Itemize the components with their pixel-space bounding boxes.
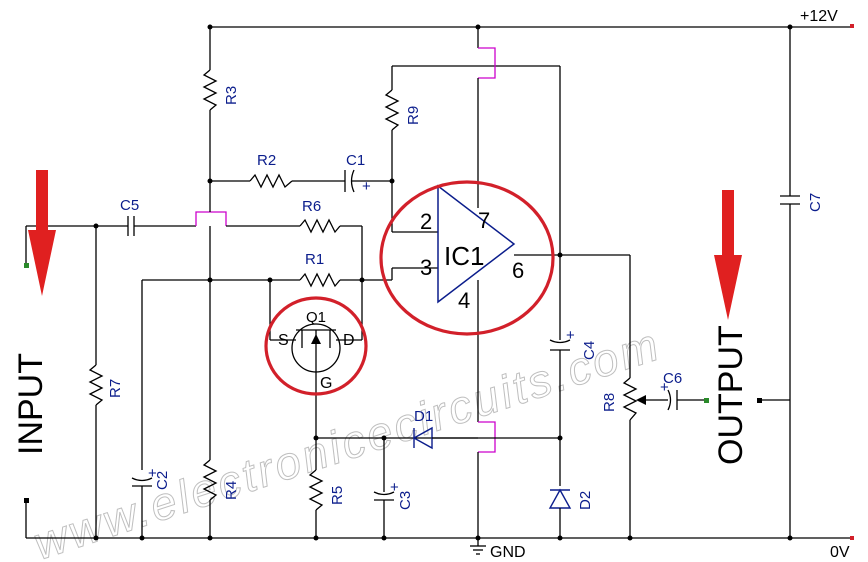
r4-label: R4 [223, 481, 240, 500]
d1-label: D1 [414, 408, 433, 425]
r3-label: R3 [223, 86, 240, 105]
transistor-highlight-ring [264, 296, 368, 396]
c2-label: C2 [154, 471, 171, 490]
r5-label: R5 [329, 486, 346, 505]
capacitor-c5 [127, 216, 196, 236]
resistor-r5 [308, 469, 324, 538]
output-label: OUTPUT [712, 325, 750, 465]
ic-pin-4: 4 [458, 288, 470, 313]
resistor-r1 [299, 272, 392, 288]
diode-d2 [548, 488, 572, 538]
input-label: INPUT [12, 353, 50, 455]
c1-plus-mark: + [362, 178, 371, 195]
ic-pin-2: 2 [420, 209, 432, 234]
capacitor-c6 [660, 389, 709, 411]
q1-gate-label: G [320, 375, 332, 392]
capacitor-c4 [549, 339, 571, 486]
wire-crossover [478, 421, 496, 453]
q1-source-label: S [278, 332, 289, 349]
c6-plus-mark: + [660, 379, 669, 396]
q1-label: Q1 [306, 309, 326, 326]
resistor-r3 [202, 69, 218, 111]
ic-name-label: IC1 [444, 241, 484, 271]
r6-label: R6 [302, 198, 321, 215]
c2-plus-mark: + [148, 465, 157, 482]
ground-label: GND [490, 544, 526, 561]
c5-label: C5 [120, 197, 139, 214]
potentiometer-r8 [622, 377, 660, 421]
c4-label: C4 [581, 341, 598, 360]
ic-pin-7: 7 [478, 208, 490, 233]
r9-label: R9 [405, 106, 422, 125]
c6-label: C6 [663, 370, 682, 387]
ic-pin-6: 6 [512, 258, 524, 283]
positive-rail-label: +12V [800, 8, 838, 25]
capacitor-c2 [131, 477, 153, 538]
ic-highlight-ring [379, 180, 555, 336]
positive-rail [210, 24, 854, 28]
c1-label: C1 [346, 152, 365, 169]
zero-volt-label: 0V [830, 544, 850, 561]
c4-plus-mark: + [566, 327, 575, 344]
r7-label: R7 [107, 379, 124, 398]
wire-crossover [478, 47, 496, 79]
r8-label: R8 [601, 393, 618, 412]
capacitor-c1 [344, 169, 392, 193]
output-arrow-icon [714, 190, 742, 320]
r2-label: R2 [257, 152, 276, 169]
ground-rail [24, 498, 854, 540]
resistor-r7 [88, 226, 104, 538]
c3-plus-mark: + [390, 479, 399, 496]
watermark: www.electronicecircuits.com [27, 317, 667, 562]
r1-label: R1 [305, 251, 324, 268]
resistor-r9 [384, 89, 400, 131]
c7-label: C7 [807, 193, 824, 212]
q1-drain-label: D [343, 332, 355, 349]
resistor-r6 [299, 218, 363, 320]
ic-pin-3: 3 [420, 255, 432, 280]
resistor-r2 [210, 173, 345, 189]
capacitor-c3 [373, 438, 395, 538]
c3-label: C3 [397, 491, 414, 510]
input-arrow-icon [28, 170, 56, 296]
wire-crossover [195, 211, 227, 226]
capacitor-c7 [780, 195, 800, 205]
resistor-r4 [202, 459, 218, 501]
d2-label: D2 [577, 491, 594, 510]
